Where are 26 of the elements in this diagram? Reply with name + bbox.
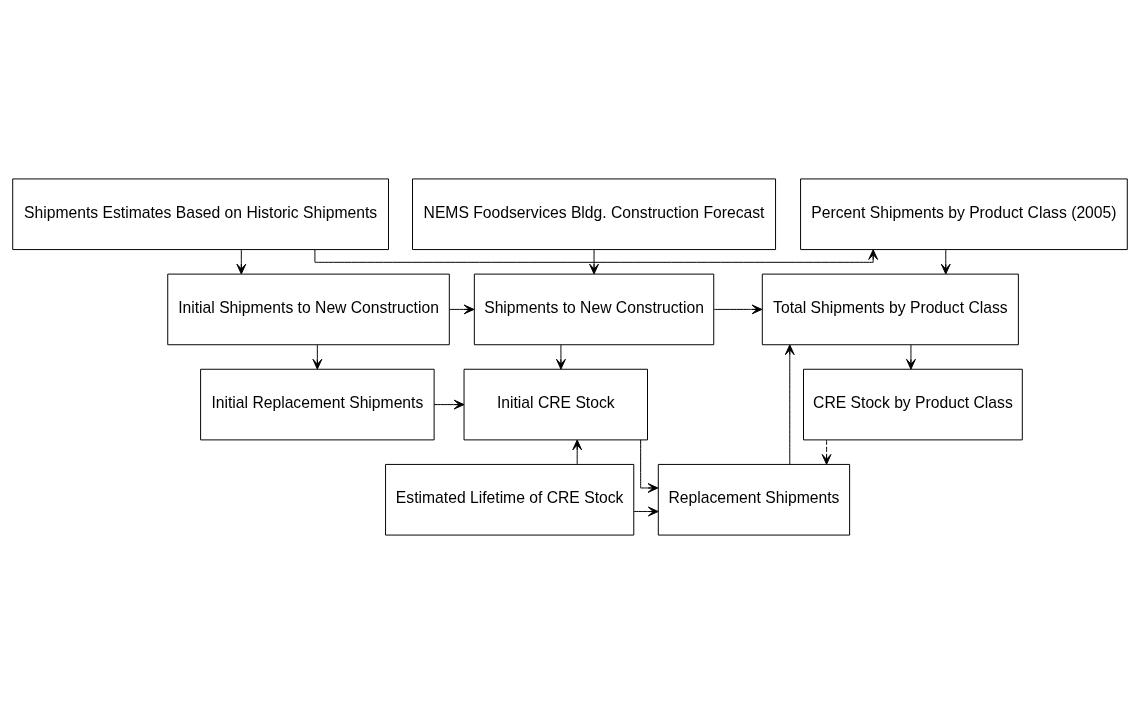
arrow [449,304,475,314]
node-box: Replacement Shipments [657,463,851,536]
node-box: Initial Shipments to New Construction [167,273,450,345]
arrow [713,304,763,314]
node-box: NEMS Foodservices Bldg. Construction Forecast [412,177,777,250]
arrow [589,248,599,274]
node-box: Initial Replacement Shipments [200,368,435,440]
node-box: Shipments Estimates Based on Historic Shipments [12,177,389,250]
arrow [314,248,879,263]
node-box: Initial CRE Stock [463,368,648,440]
arrow [784,343,795,465]
arrow [236,248,247,274]
node-box: Percent Shipments by Product Class (2005) [800,177,1128,250]
arrow [640,438,659,493]
arrow [821,439,832,465]
arrow [633,506,659,516]
node-box: Shipments to New Construction [473,273,715,345]
node-box: CRE Stock by Product Class [803,368,1023,440]
node-box: Estimated Lifetime of CRE Stock [385,463,635,536]
arrow [940,248,951,274]
arrow [312,343,323,370]
node-box: Total Shipments by Product Class [761,273,1019,345]
arrow [906,343,916,370]
arrow [572,439,583,465]
arrow [556,343,566,370]
arrow [433,399,465,409]
